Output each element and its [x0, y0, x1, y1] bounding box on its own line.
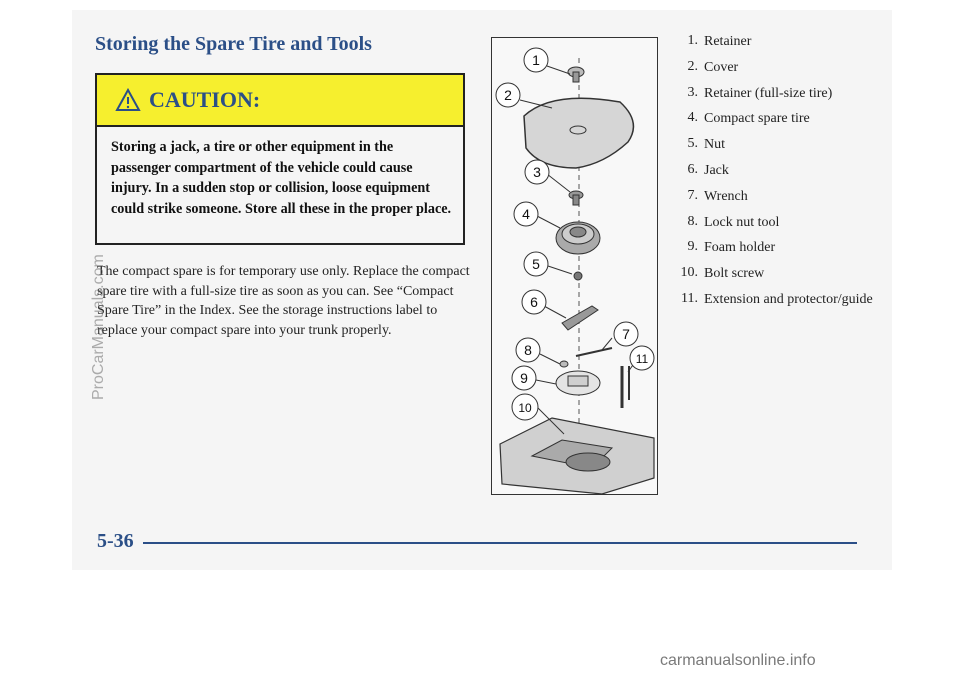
caution-text: Storing a jack, a tire or other equipmen…: [111, 139, 452, 217]
callout-5: 5: [532, 256, 540, 272]
bottom-watermark: carmanualsonline.info: [660, 652, 816, 669]
list-item: 11.Extension and protector/guide: [681, 290, 873, 307]
list-item: 7.Wrench: [687, 187, 748, 204]
callout-10: 10: [518, 401, 532, 415]
callout-1: 1: [532, 52, 540, 68]
side-watermark: ProCarManuals.com: [90, 254, 107, 400]
callout-2: 2: [504, 87, 512, 103]
page-number: 5-36: [97, 530, 134, 552]
list-item: 5.Nut: [687, 136, 726, 153]
callout-9: 9: [520, 370, 528, 386]
callout-3: 3: [533, 164, 541, 180]
footer-rule: [143, 542, 857, 544]
spare-tire-figure: 1 2 3 4 5 6 7 8 9 10 11: [491, 37, 658, 495]
exploded-diagram: [499, 58, 655, 495]
list-item: 1.Retainer: [687, 33, 752, 49]
caution-label: CAUTION:: [149, 87, 261, 112]
list-item: 2.Cover: [687, 58, 739, 75]
warning-triangle-icon: [115, 88, 141, 111]
list-item: 3.Retainer (full-size tire): [687, 84, 833, 101]
callout-11: 11: [636, 352, 649, 366]
list-item: 9.Foam holder: [687, 239, 776, 256]
section-title: Storing the Spare Tire and Tools: [95, 33, 372, 55]
parts-list: 1.Retainer 2.Cover 3.Retainer (full-size…: [668, 33, 874, 317]
callout-7: 7: [622, 326, 630, 342]
list-item: 8.Lock nut tool: [687, 213, 780, 230]
callouts: 1 2 3 4 5 6 7 8 9 10 11: [495, 47, 655, 421]
callout-6: 6: [530, 294, 538, 310]
caution-header: CAUTION:: [97, 75, 463, 127]
caution-box: CAUTION: Storing a jack, a tire or other…: [95, 73, 465, 245]
list-item: 4.Compact spare tire: [687, 110, 810, 127]
list-item: 6.Jack: [687, 161, 729, 178]
list-item: 10.Bolt screw: [680, 265, 765, 282]
callout-4: 4: [522, 206, 530, 222]
callout-8: 8: [524, 342, 532, 358]
body-paragraph: The compact spare is for temporary use o…: [97, 264, 470, 338]
